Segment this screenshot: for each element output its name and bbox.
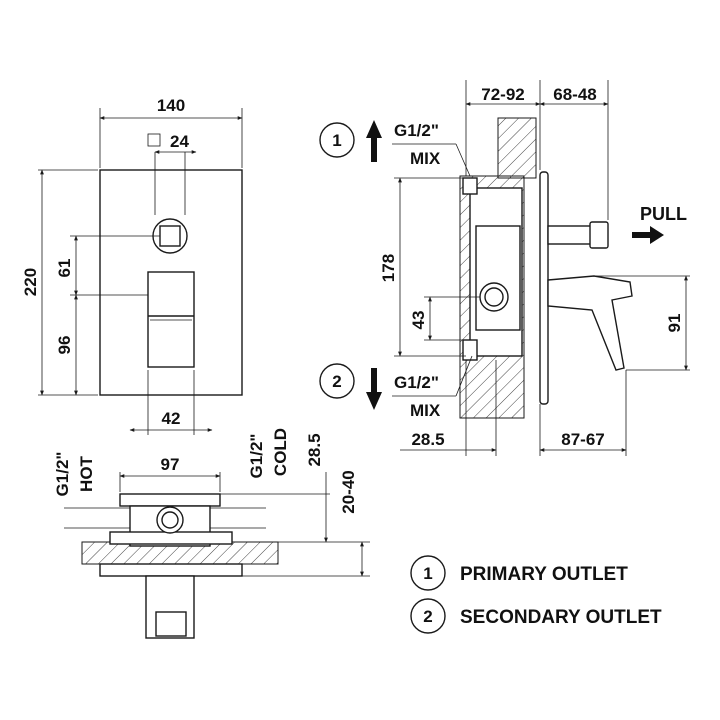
legend-1-label: PRIMARY OUTLET [460,564,628,585]
dim-28-5-side: 28.5 [411,430,444,449]
arrow-right-icon [632,226,664,244]
dim-61: 61 [55,259,74,278]
legend-1-marker: 1 [423,564,432,583]
cold-label: COLD [271,428,290,476]
square-key-icon [147,133,161,147]
dim-43: 43 [409,311,428,330]
outlet-2-marker: 2 [332,372,341,391]
arrow-up-icon [366,120,382,162]
hot-label: HOT [77,455,96,492]
outlet-1-marker-icon [319,122,355,158]
dim-28-5-top: 28.5 [305,433,324,466]
dim-square-24: 24 [170,132,189,151]
hot-thread: G1/2" [53,452,72,497]
outlet-2-marker-icon [319,363,355,399]
dim-width-140: 140 [157,96,185,115]
front-view: 140 24 220 61 96 42 [21,96,243,435]
outlet-1-marker: 1 [332,131,341,150]
legend-2-label: SECONDARY OUTLET [460,607,662,628]
dim-97: 97 [161,455,180,474]
side-view: 72-92 68-48 1 G1/2" MIX 178 43 PULL 91 2… [319,80,690,456]
side-lever [547,275,633,371]
dim-68-48: 68-48 [553,85,596,104]
outlet-2-mix: MIX [410,401,441,420]
dim-20-40: 20-40 [339,470,358,513]
dim-96: 96 [55,336,74,355]
dim-72-92: 72-92 [481,85,524,104]
dim-87-67: 87-67 [561,430,604,449]
arrow-down-icon [366,368,382,410]
outlet-2-thread: G1/2" [394,373,439,392]
pull-label: PULL [640,204,687,224]
dim-91: 91 [665,314,684,333]
dim-height-220: 220 [21,268,40,296]
mixer-lever [147,271,195,368]
legend-2-circle-icon [410,598,446,634]
outlet-1-thread: G1/2" [394,121,439,140]
cold-thread: G1/2" [247,434,266,479]
legend-2-marker: 2 [423,607,432,626]
cover-plate [99,169,243,396]
legend: 1 PRIMARY OUTLET 2 SECONDARY OUTLET [410,555,662,634]
dim-178: 178 [379,254,398,282]
outlet-1-mix: MIX [410,149,441,168]
dim-42: 42 [162,409,181,428]
legend-1-circle-icon [410,555,446,591]
top-view: G1/2" HOT 97 G1/2" COLD 28.5 20-40 [53,428,370,639]
pull-knob [589,221,609,249]
